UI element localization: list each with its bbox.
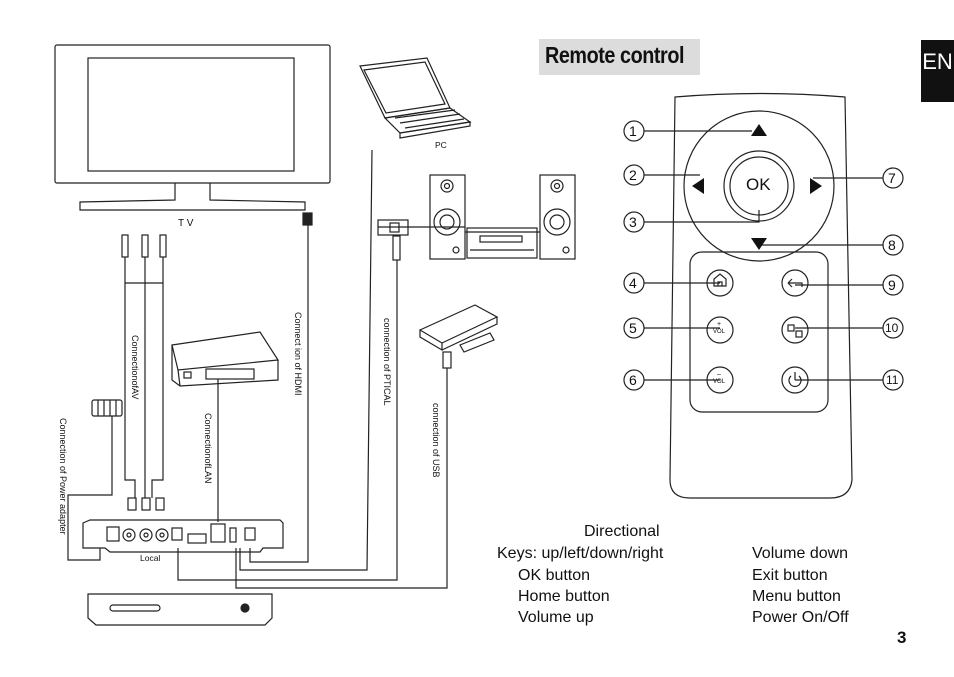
callout-3: 3 — [629, 214, 637, 230]
ok-button-label: OK — [746, 175, 771, 194]
tv-label: T V — [178, 218, 194, 229]
optical-plug-icon — [377, 219, 409, 261]
pc-label: PC — [435, 140, 447, 150]
laptop-icon — [359, 57, 472, 139]
callout-11: 11 — [886, 373, 899, 387]
dpad-arrows — [692, 124, 822, 250]
optical-label: connection of PTICAL — [382, 318, 392, 406]
title-background — [539, 39, 700, 75]
media-box-rear-icon — [82, 519, 284, 553]
legend-volume-up: Volume up — [518, 609, 594, 626]
callout-5: 5 — [629, 320, 637, 336]
callout-9: 9 — [888, 277, 896, 293]
legend-directional: Directional — [584, 523, 660, 540]
remote-control-icon — [669, 92, 853, 499]
power-label: Connection of Power adapter — [58, 418, 68, 535]
vol-down-label: VOL — [713, 379, 726, 385]
power-adapter-icon — [91, 399, 123, 424]
router-icon — [171, 331, 280, 387]
legend-home: Home button — [518, 588, 610, 605]
cables — [67, 149, 540, 589]
legend-exit: Exit button — [752, 567, 828, 584]
callout-1: 1 — [629, 123, 637, 139]
tv-icon — [54, 44, 331, 211]
usb-label: connection of USB — [431, 403, 441, 478]
av-label: ConnectionofAV — [130, 335, 140, 400]
legend-power: Power On/Off — [752, 609, 849, 626]
language-tab: EN — [921, 40, 954, 102]
speakers-icon — [429, 174, 576, 260]
legend-volume-down: Volume down — [752, 545, 849, 562]
usb-drive-icon — [418, 304, 499, 369]
legend-menu: Menu button — [752, 588, 841, 605]
callout-10: 10 — [885, 321, 899, 335]
legend-keys: Keys: up/left/down/right — [497, 545, 664, 562]
hdmi-label: Connect ion of HDMI — [293, 312, 303, 396]
callout-7: 7 — [888, 170, 896, 186]
media-box-front-icon — [87, 593, 273, 626]
page-title: Remote control — [545, 42, 685, 68]
legend-ok: OK button — [518, 567, 591, 584]
lan-label: ConnectionofLAN — [203, 413, 213, 484]
vol-up-label: VOL — [713, 329, 726, 335]
av-plugs-icon — [121, 234, 167, 284]
callout-4: 4 — [629, 275, 637, 291]
vol-minus-sign: – — [717, 371, 721, 378]
callout-6: 6 — [629, 372, 637, 388]
callout-2: 2 — [629, 167, 637, 183]
local-label: Local — [140, 553, 161, 563]
callout-lines — [623, 120, 904, 391]
callout-8: 8 — [888, 237, 896, 253]
vol-plus-sign: + — [717, 321, 722, 328]
page-number: 3 — [897, 628, 907, 647]
